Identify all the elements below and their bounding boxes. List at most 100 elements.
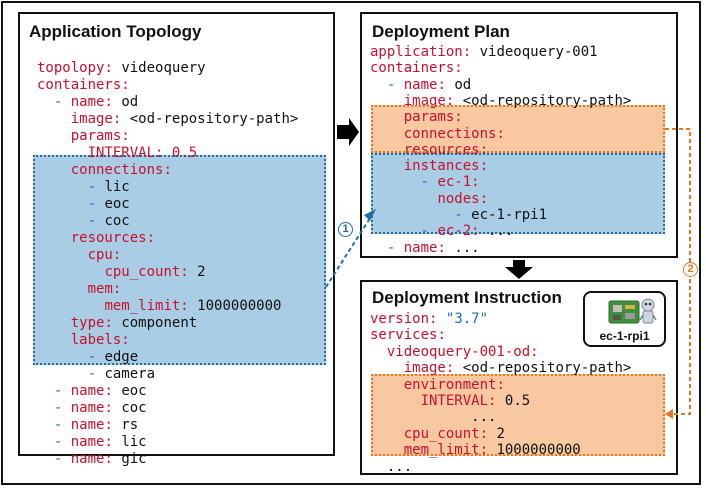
yaml-key: nodes [437,190,480,207]
yaml-key: resources [403,141,480,158]
topology-line: resources: [70,230,156,246]
list-dash: - [53,400,63,416]
topology-line: - name: coc [53,400,147,416]
topology-line: containers: [37,77,130,93]
yaml-key: mem [87,281,113,297]
yaml-key: mem_limit [104,298,181,314]
list-dash: - [454,207,463,223]
yaml-key: connections [70,162,164,178]
yaml-key: mem_limit [403,442,480,459]
instruction-arrow-down [505,260,533,279]
topology-line: - name: eoc [53,383,147,399]
yaml-key: image [403,360,446,377]
instruction-line: environment: [403,376,505,393]
list-dash: - [87,349,97,365]
list-dash: - [53,451,63,467]
yaml-key: containers [370,60,455,77]
yaml-value: edge [104,349,139,365]
instruction-line: image: <od-repository-path> [403,360,632,377]
plan-params-highlight [371,105,665,153]
topology-title: Application Topology [29,22,202,41]
yaml-key: version [370,311,430,327]
topology-line: - name: gic [53,451,147,467]
yaml-value: component [121,315,198,331]
plan-line: image: <od-repository-path> [403,92,632,109]
topology-line: params: [70,128,130,144]
raspberry-pi-icon [608,298,657,324]
topology-line: connections: [70,162,172,178]
instruction-line: ... [471,409,496,425]
list-dash: - [87,366,97,382]
yaml-key: INTERVAL [87,145,156,161]
list-dash: - [53,94,63,110]
list-dash: - [420,174,430,191]
yaml-key: params [70,128,122,144]
list-dash: - [53,417,63,433]
topology-line: - coc [88,213,130,229]
yaml-value: videoquery-001 [479,44,598,60]
yaml-value: eoc [121,383,147,399]
yaml-key: cpu_count [403,425,480,442]
instruction-line: version: "3.7" [370,311,489,327]
yaml-key: name [70,94,105,110]
instruction-line: services: [370,327,446,344]
yaml-value: <od-repository-path> [462,360,632,377]
yaml-key: connections [403,125,497,142]
yaml-value: 2 [197,264,206,280]
yaml-value: camera [104,366,156,382]
plan-line: - ec-2: ... [420,223,514,240]
topology-line: - name: od [53,94,139,110]
yaml-value: 2 [496,425,505,442]
plan-arrow-right [337,118,359,146]
yaml-key: name [403,76,438,93]
yaml-key: name [70,417,105,433]
plan-title: Deployment Plan [372,22,510,41]
topology-line: cpu_count: 2 [104,264,206,280]
yaml-key: resources [70,230,147,246]
instruction-title: Deployment Instruction [372,288,562,307]
instruction-line: ... [387,459,412,475]
plan-line: application: videoquery-001 [370,44,598,60]
yaml-value: ... [454,239,480,256]
topology-line: mem: [87,281,122,297]
plan-line: resources: [403,141,489,158]
yaml-value: ec-1-rpi1 [471,207,548,223]
instruction-line: mem_limit: 1000000000 [403,442,581,459]
plan-instances-highlight [371,153,665,234]
list-dash: - [87,196,97,212]
yaml-value: ... [488,223,514,240]
topology-line: mem_limit: 1000000000 [104,298,282,314]
plan-line: - name: od [386,76,472,93]
list-dash: - [420,223,430,240]
topology-line: topolopy: videoquery [37,60,206,76]
topology-line: - name: rs [53,417,139,433]
yaml-key: name [403,239,438,256]
plan-line: containers: [370,60,463,77]
yaml-value: <od-repository-path> [462,92,632,109]
yaml-value: 0.5 [171,145,198,161]
step-1-marker: 1 [338,222,353,237]
topology-line: - camera [88,366,155,382]
yaml-key: application [370,44,463,60]
plan-line: params: [403,109,463,126]
connection-arrow-blue [325,214,373,288]
list-dash: - [386,239,396,256]
yaml-key: videoquery-001-od [386,343,531,360]
yaml-key: params [403,109,455,126]
yaml-key: containers [37,77,122,93]
yaml-key: ec-1 [437,174,472,191]
topology-line: cpu: [87,247,122,263]
yaml-key: services [370,327,438,344]
yaml-value: coc [104,213,130,229]
yaml-key: instances [403,158,480,175]
plan-line: connections: [403,125,505,142]
instruction-env-highlight [371,374,665,456]
yaml-key: type [70,315,105,331]
yaml-value: <od-repository-path> [129,111,299,127]
instruction-line: cpu_count: 2 [403,425,505,442]
yaml-value: od [454,76,472,93]
step-2-marker: 2 [683,262,698,277]
yaml-value: videoquery [121,60,206,76]
device-badge: ec-1-rpi1 [583,291,666,347]
yaml-value: gic [121,451,147,467]
